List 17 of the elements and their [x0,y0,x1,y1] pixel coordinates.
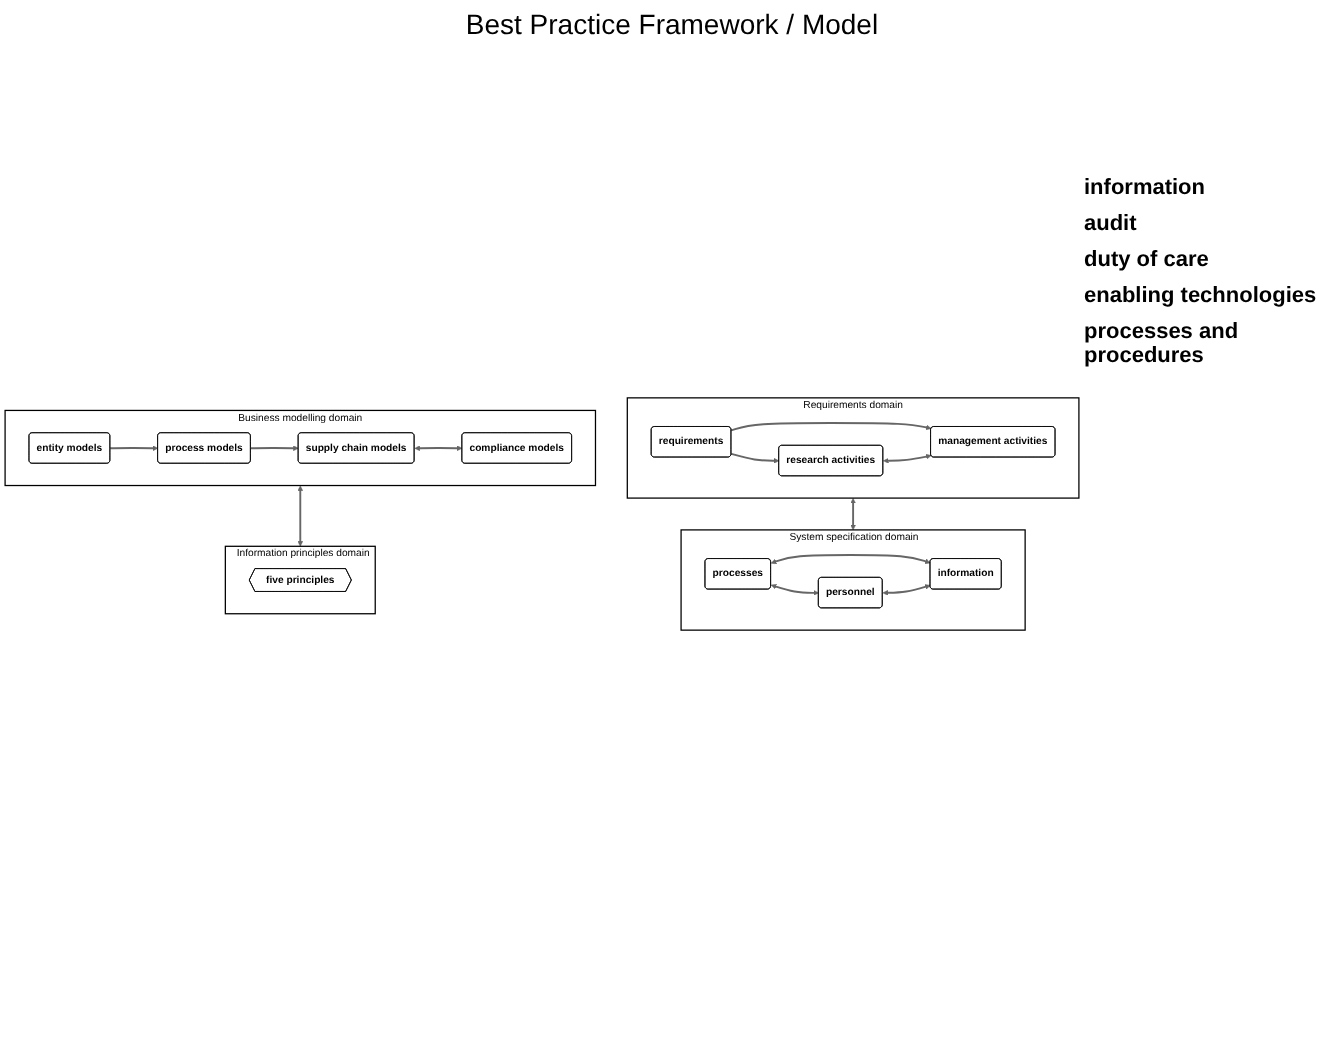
point-label: duty of care [1084,248,1211,272]
point-label: processes and procedures [1084,320,1241,368]
arrow [109,445,159,452]
point-label: audit [1084,212,1139,236]
arrow [414,445,463,452]
arrow [883,453,932,464]
point-label: information [1084,176,1207,200]
arrow [297,485,304,547]
arrow [882,584,931,596]
point-label: enabling technologies [1084,284,1319,308]
arrow [730,422,932,432]
arrow [730,452,780,464]
arrow [770,583,819,596]
arrow [850,498,856,531]
arrow [249,445,299,452]
arrow [770,554,931,565]
diagram-title: Best Practice Framework / Model [463,8,881,40]
